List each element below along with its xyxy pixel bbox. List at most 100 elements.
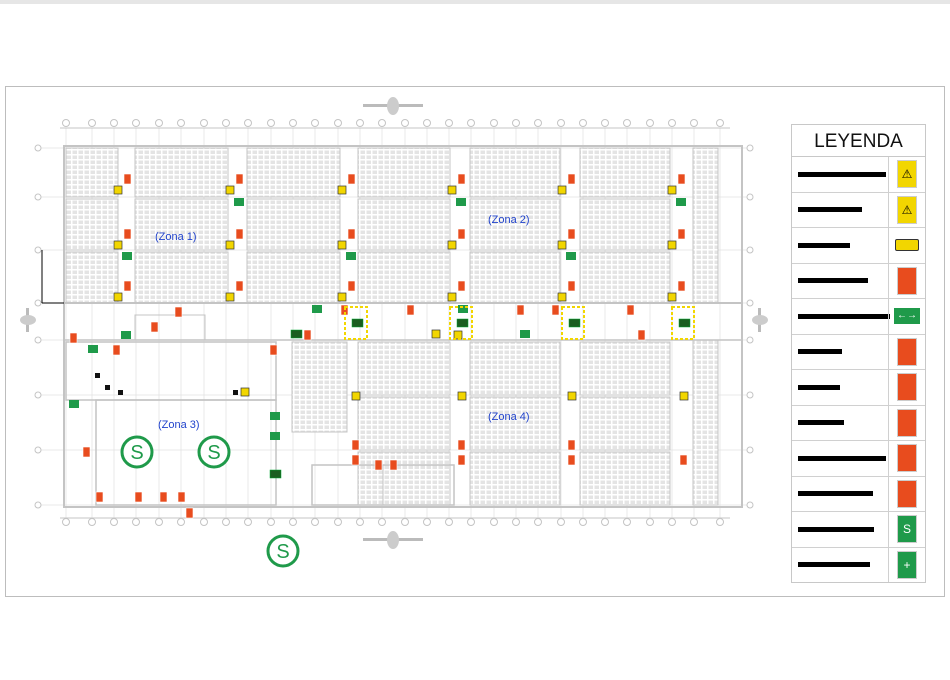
legend-description-bar [798,349,842,355]
axis-bubble [267,518,275,526]
rack-block [469,198,561,251]
safe-zone-icon [120,435,154,469]
section-marker [752,315,768,325]
emergency-phone-sign-icon [897,479,917,508]
hazard-area-marker [671,306,695,340]
emergency-light-icon [225,185,235,195]
fire-safety-sign-icon [123,173,132,185]
axis-bubble [601,119,609,127]
storage-racks [65,147,719,506]
axis-bubble [34,246,42,254]
axis-bubble [579,518,587,526]
fire-extinguisher-co2-sign-icon [897,337,917,366]
axis-bubble [267,119,275,127]
exit-sign-icon [270,432,280,440]
fire-safety-sign-icon [374,459,383,471]
legend-row [792,263,925,299]
rack-block [134,147,229,198]
fire-safety-sign-icon [177,491,186,503]
fire-safety-sign-icon [389,459,398,471]
fire-alarm-sign-icon [897,266,917,295]
emergency-light-icon [113,185,123,195]
axis-bubble [34,144,42,152]
emergency-light-icon [679,391,689,401]
axis-bubble [155,518,163,526]
axis-bubble [445,119,453,127]
axis-bubble [716,518,724,526]
exit-sign-icon [121,331,131,339]
exit-route-sign-icon: ←→ [894,308,920,325]
rack-block [65,198,119,251]
hazard-area-marker [449,306,473,340]
first-aid-sign-icon: + [897,550,917,579]
axis-bubble [88,119,96,127]
fire-safety-sign-icon [269,344,278,356]
fire-safety-sign-icon [112,344,121,356]
axis-bubble [289,518,297,526]
legend-row [792,334,925,370]
top-border [0,0,950,4]
exit-sign-icon [312,305,322,313]
exit-sign-icon [122,252,132,260]
axis-bubble [623,119,631,127]
axis-bubble [601,518,609,526]
legend-title: LEYENDA [792,125,925,157]
axis-bubble [200,518,208,526]
zone-3-label: (Zona 3) [158,419,200,431]
axis-bubble [490,518,498,526]
rack-block [65,251,119,304]
north-marker [387,97,399,115]
axis-bubble [244,518,252,526]
axis-bubble [668,119,676,127]
fire-safety-sign-icon [626,304,635,316]
exit-sign-icon [270,412,280,420]
axis-bubble [534,119,542,127]
fire-safety-sign-icon [567,228,576,240]
emergency-light-icon [447,185,457,195]
fire-safety-sign-icon [150,321,159,333]
emergency-light-icon [240,387,250,397]
rack-block [579,396,671,451]
fire-safety-sign-icon [134,491,143,503]
legend-row: ⚠ [792,157,925,193]
axis-bubble [110,119,118,127]
walls [41,145,743,508]
legend-description-bar [798,242,850,248]
emergency-light-icon [457,391,467,401]
safe-zone-label: S [276,541,289,563]
legend-row: ←→ [792,299,925,335]
legend-description-bar [798,455,886,461]
fire-safety-sign-icon [457,280,466,292]
fire-hose-cabinet-sign-icon [897,408,917,437]
axis-bubble [646,518,654,526]
exit-sign-icon [520,330,530,338]
exit-sign-icon [88,345,98,353]
emergency-light-icon [351,391,361,401]
axis-bubble [110,518,118,526]
axis-bubble [311,518,319,526]
fire-safety-sign-icon [235,280,244,292]
zone-2-label: (Zona 2) [488,214,530,226]
axis-bubble [557,518,565,526]
fire-safety-sign-icon [123,280,132,292]
axis-bubble [378,518,386,526]
legend-description-bar [798,562,870,568]
fire-extinguisher-pqs-sign-icon [897,373,917,402]
legend-row [792,405,925,441]
rack-block [579,451,671,506]
rack-block [246,147,341,198]
green-sign-icon [678,318,691,328]
safe-zone-icon [266,534,300,568]
exit-sign-icon [346,252,356,260]
rack-block [357,198,451,251]
emergency-light-icon [667,240,677,250]
fire-safety-sign-icon [347,228,356,240]
axis-bubble [177,518,185,526]
fire-safety-sign-icon [235,173,244,185]
axis-bubble [512,518,520,526]
axis-bubble [356,518,364,526]
axis-bubble [623,518,631,526]
hazard-area-marker [561,306,585,340]
